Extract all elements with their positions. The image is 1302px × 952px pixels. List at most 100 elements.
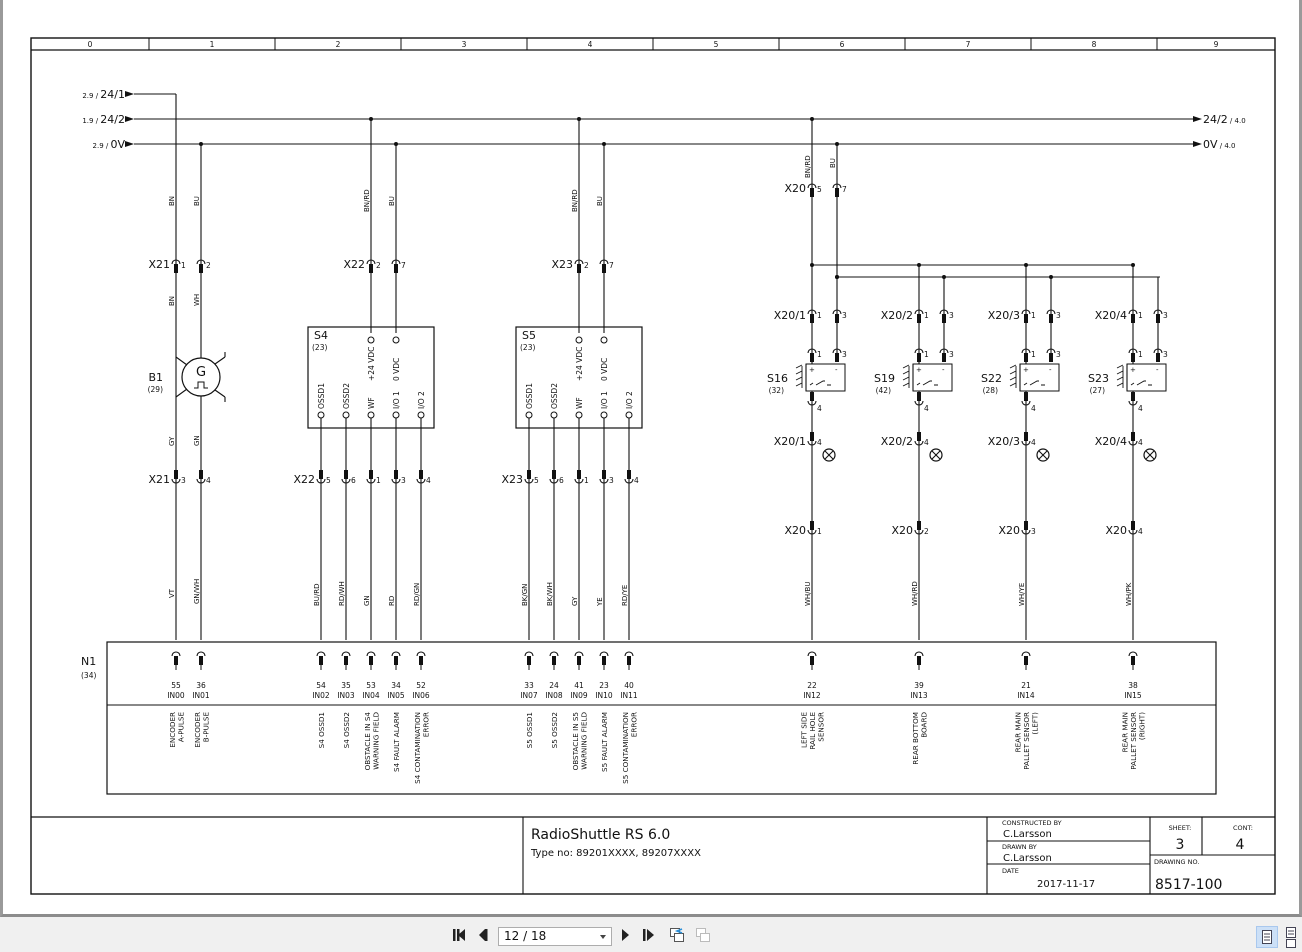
connector-pin: 2 [574, 259, 589, 273]
pin-number: 3 [401, 476, 406, 485]
pin-number: 4 [817, 438, 822, 447]
pin-block [917, 432, 921, 441]
wire-color-label: VT [168, 588, 176, 598]
wire-color-label: RD/WH [338, 581, 346, 606]
terminal-number: 52 [416, 681, 426, 690]
single-page-icon [1262, 930, 1272, 944]
wire-color-label: GN/WH [193, 579, 201, 604]
pin-number: 3 [181, 476, 186, 485]
sensor-body [1019, 363, 1060, 392]
pin-arc [1021, 400, 1031, 406]
drawing-frame [30, 37, 1276, 895]
device-page-ref: (42) [876, 386, 891, 395]
pin-arc [196, 478, 206, 484]
input-description: A-PULSE [176, 712, 185, 743]
connector-pin: 1 [1128, 348, 1143, 362]
device-page-ref: (23) [312, 343, 327, 352]
pin-arc [914, 651, 924, 657]
grid-column-label: 5 [714, 40, 719, 49]
go-forward-view-button[interactable] [694, 926, 712, 944]
connector-pin: 2 [196, 259, 211, 273]
pin-number: 3 [1056, 350, 1061, 359]
continuous-view-button[interactable] [1281, 926, 1301, 948]
input-address: IN03 [337, 691, 355, 700]
input-description: (LEFT) [1031, 712, 1040, 735]
pin-number: 1 [924, 311, 929, 320]
input-address: IN04 [362, 691, 380, 700]
pin-block [1049, 353, 1053, 362]
input-address: IN09 [570, 691, 588, 700]
device-page-ref: (29) [148, 385, 163, 394]
terminal-circle [625, 411, 633, 419]
previous-page-button[interactable] [474, 926, 492, 944]
pin-arc [914, 400, 924, 406]
connector-pin: 2 [914, 521, 929, 536]
pin-arc [1128, 309, 1138, 315]
proximity-sensor-icon [1009, 364, 1017, 388]
terminal-circle [600, 336, 608, 344]
pin-number: 3 [949, 350, 954, 359]
pin-arc [366, 259, 376, 265]
pin-block [344, 470, 348, 479]
connector-pin: 3 [832, 348, 847, 362]
go-back-view-button[interactable] [668, 926, 686, 944]
first-page-button[interactable] [450, 926, 468, 944]
page-navigation-toolbar [0, 917, 1302, 952]
pin-arc [914, 348, 924, 354]
grid-column-label: 6 [840, 40, 845, 49]
continuation-sheet: 4 [1236, 837, 1245, 853]
bus-arrow-icon [125, 141, 134, 147]
bus-arrow-icon [125, 116, 134, 122]
pin-block [810, 314, 814, 323]
pin-block [419, 656, 423, 665]
single-page-view-button[interactable] [1256, 926, 1278, 948]
pin-number: 6 [351, 476, 356, 485]
pin-arc [807, 183, 817, 189]
pin-number: 7 [609, 261, 614, 270]
next-page-button[interactable] [616, 926, 634, 944]
pin-number: 1 [1031, 311, 1036, 320]
sensor-plus-label: + [916, 366, 922, 374]
input-description: OBSTACLE IN S5 [571, 712, 580, 770]
pin-number: 4 [1138, 527, 1143, 536]
pin-block [942, 353, 946, 362]
switch-contact-icon [1023, 380, 1045, 386]
input-description: LEFT SIDE [800, 712, 809, 748]
page-number-select[interactable]: 12 / 18 [498, 927, 612, 946]
pin-block [174, 264, 178, 273]
terminal-circle [525, 411, 533, 419]
pin-arc [341, 478, 351, 484]
pin-number: 2 [924, 527, 929, 536]
pin-block [835, 188, 839, 197]
wire-color-label: YE [596, 597, 604, 607]
pin-block [810, 353, 814, 362]
connector-pin: 3 [599, 470, 614, 485]
wire-color-label: BK/GN [521, 584, 529, 606]
pin-block [1131, 432, 1135, 441]
connector-pin: 3 [939, 309, 954, 323]
pin-block [1024, 392, 1028, 401]
pin-number: 1 [817, 311, 822, 320]
connector-pin: 3 [1021, 521, 1036, 536]
last-page-button[interactable] [640, 926, 658, 944]
field-label: CONT: [1233, 824, 1253, 832]
connector-pin: 5 [316, 470, 331, 485]
input-address: IN08 [545, 691, 563, 700]
pin-number: 3 [1163, 311, 1168, 320]
pin-block [942, 314, 946, 323]
pin-arc [391, 651, 401, 657]
terminal-label: 0 VDC [392, 358, 401, 381]
page-indicator-text: 12 / 18 [504, 929, 547, 943]
switch-contact-icon [1130, 380, 1152, 386]
device-page-ref: (28) [983, 386, 998, 395]
connector-label: X20/1 [774, 435, 806, 448]
terminal-label: +24 VDC [367, 347, 376, 381]
sensor-body [1126, 363, 1167, 392]
connector-label: X20/3 [988, 309, 1020, 322]
pin-block [810, 521, 814, 530]
input-description: WARNING FIELD [371, 712, 380, 770]
